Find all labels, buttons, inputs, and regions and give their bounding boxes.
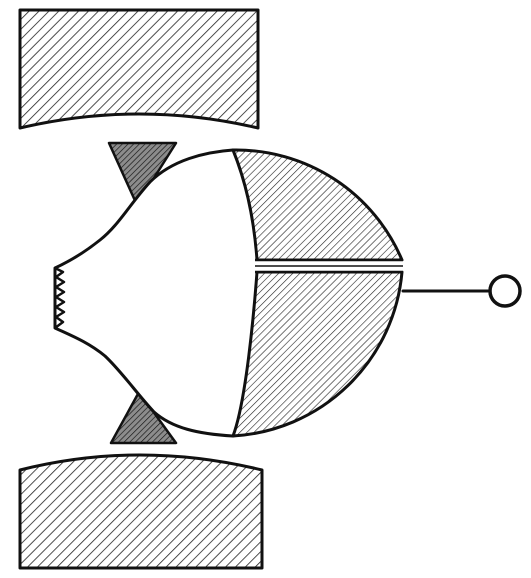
lower-wedge (109, 390, 178, 445)
upper-wedge (107, 141, 178, 207)
hemisphere-upper-half (231, 148, 404, 262)
upper-pole-piece (18, 8, 260, 130)
hemisphere-lower-half (231, 270, 404, 438)
terminal-ring (488, 274, 522, 308)
crinkled-tip (54, 266, 66, 329)
lower-pole-piece (18, 453, 264, 570)
central-slot (255, 258, 403, 274)
bulb (53, 148, 235, 438)
